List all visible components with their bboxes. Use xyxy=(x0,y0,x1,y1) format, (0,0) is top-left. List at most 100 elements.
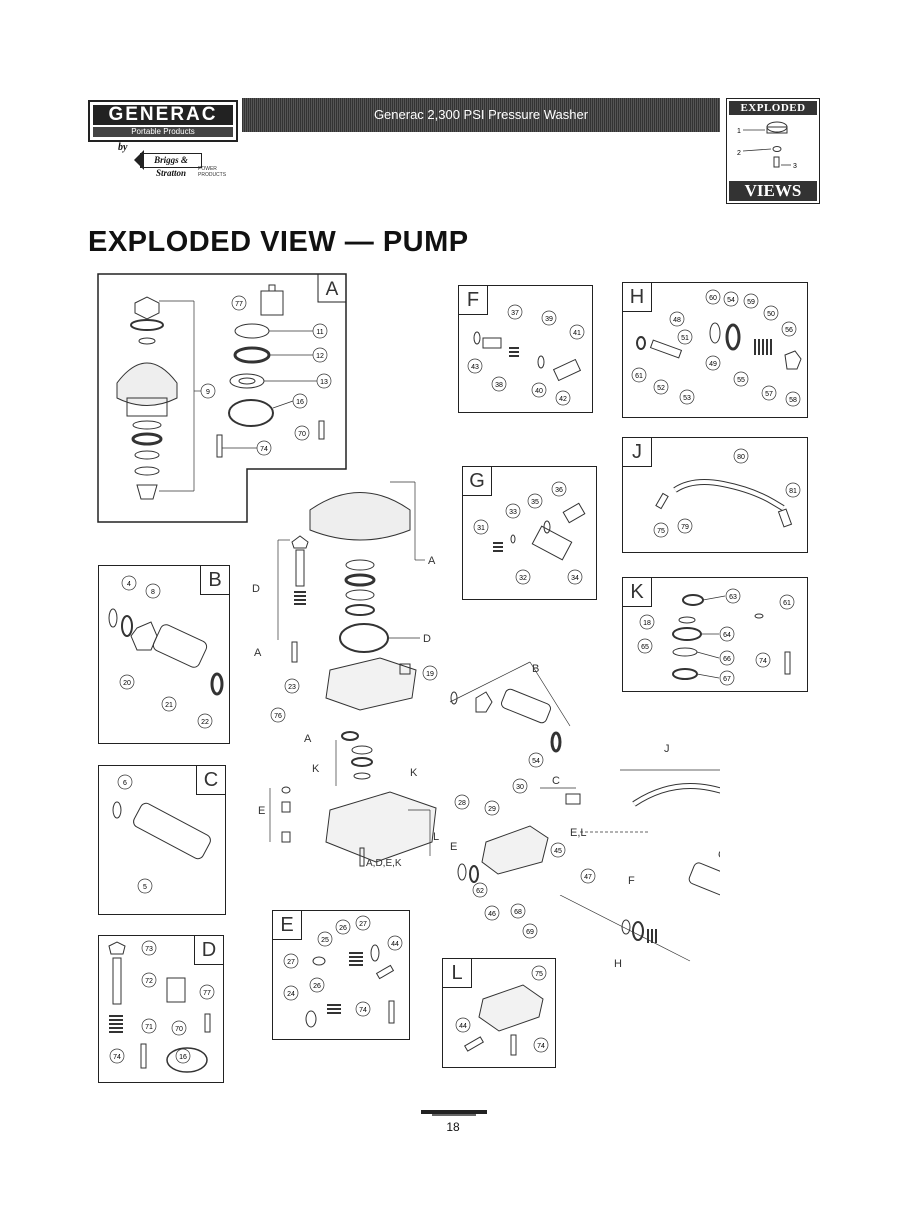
badge-bottom-label: VIEWS xyxy=(729,181,817,201)
callout-72: 72 xyxy=(145,978,153,985)
callout-44: 44 xyxy=(391,941,399,948)
panel-e: E 26 27 25 44 27 24 26 74 xyxy=(272,910,410,1040)
callout-18: 18 xyxy=(643,620,651,627)
callout-44: 44 xyxy=(459,1023,467,1030)
callout-40: 40 xyxy=(535,388,543,395)
callout-49: 49 xyxy=(709,361,717,368)
callout-52: 52 xyxy=(657,385,665,392)
main-lower-callouts: 46 68 69 H xyxy=(484,895,691,970)
panel-b-label: B xyxy=(200,566,229,595)
callout-30: 30 xyxy=(516,784,524,791)
callout-70: 70 xyxy=(298,431,306,438)
group-letter: C xyxy=(552,775,560,787)
group-letter: L xyxy=(433,831,439,843)
callout-35: 35 xyxy=(531,499,539,506)
callout-27b: 27 xyxy=(287,959,295,966)
panel-f-label: F xyxy=(459,286,488,315)
panel-l-label: L xyxy=(443,959,472,988)
callout-32: 32 xyxy=(519,575,527,582)
callout-9: 9 xyxy=(206,389,210,396)
callout-16: 16 xyxy=(179,1054,187,1061)
callout-6: 6 xyxy=(123,780,127,787)
callout-8: 8 xyxy=(151,589,155,596)
callout-38: 38 xyxy=(495,382,503,389)
callout-79: 79 xyxy=(681,524,689,531)
callout-57: 57 xyxy=(765,391,773,398)
callout-70: 70 xyxy=(175,1026,183,1033)
generac-logo: GENERAC Portable Products xyxy=(88,100,238,142)
group-letter: A xyxy=(304,733,312,745)
badge-top-label: EXPLODED xyxy=(729,101,817,115)
panel-h: H 60 54 59 48 50 51 56 61 49 55 52 53 57 xyxy=(622,282,808,418)
panel-d: D 73 72 77 71 70 74 16 xyxy=(98,935,224,1083)
callout-61: 61 xyxy=(783,600,791,607)
callout-19: 19 xyxy=(426,671,434,678)
panel-f: F 37 39 41 43 38 40 42 xyxy=(458,285,593,413)
group-letter: B xyxy=(532,663,539,675)
callout-75: 75 xyxy=(535,971,543,978)
callout-61: 61 xyxy=(635,373,643,380)
callout-23: 23 xyxy=(288,684,296,691)
callout-60: 60 xyxy=(709,295,717,302)
callout-42: 42 xyxy=(559,396,567,403)
panel-d-label: D xyxy=(194,936,223,965)
callout-74: 74 xyxy=(759,658,767,665)
callout-36: 36 xyxy=(555,487,563,494)
callout-46: 46 xyxy=(488,911,496,918)
panel-h-label: H xyxy=(623,283,652,312)
callout-50: 50 xyxy=(767,311,775,318)
panel-j: J 80 81 75 79 xyxy=(622,437,808,553)
callout-76: 76 xyxy=(274,713,282,720)
callout-55: 55 xyxy=(737,377,745,384)
callout-56: 56 xyxy=(785,327,793,334)
group-letter: D xyxy=(252,583,260,595)
group-letter: C xyxy=(718,849,720,861)
group-letter: H xyxy=(614,958,622,970)
callout-64: 64 xyxy=(723,632,731,639)
callout-53: 53 xyxy=(683,395,691,402)
group-letter: A,D,E,K xyxy=(366,858,402,869)
callout-74: 74 xyxy=(537,1043,545,1050)
callout-22: 22 xyxy=(201,719,209,726)
panel-c: C 6 5 xyxy=(98,765,226,915)
footer-rule xyxy=(421,1110,487,1114)
callout-25: 25 xyxy=(321,937,329,944)
brand-subtitle: Portable Products xyxy=(93,127,233,137)
callout-24: 24 xyxy=(287,991,295,998)
partner-name: Briggs & Stratton xyxy=(140,153,202,178)
panel-a-label: A xyxy=(326,279,339,300)
group-letter: A xyxy=(254,647,262,659)
callout-71: 71 xyxy=(145,1024,153,1031)
by-label: by xyxy=(118,142,128,153)
callout-75: 75 xyxy=(657,528,665,535)
callout-29: 29 xyxy=(488,806,496,813)
group-letter: K xyxy=(312,763,320,775)
callout-16: 16 xyxy=(296,399,304,406)
callout-74: 74 xyxy=(260,446,268,453)
callout-43: 43 xyxy=(471,364,479,371)
callout-26: 26 xyxy=(339,925,347,932)
callout-47: 47 xyxy=(584,874,592,881)
panel-l: L 75 44 74 xyxy=(442,958,556,1068)
callout-66: 66 xyxy=(723,656,731,663)
badge-callout: 2 xyxy=(737,150,741,157)
callout-26b: 26 xyxy=(313,983,321,990)
callout-48: 48 xyxy=(673,317,681,324)
callout-68: 68 xyxy=(514,909,522,916)
partner-subtitle: POWER PRODUCTS xyxy=(198,166,227,178)
callout-34: 34 xyxy=(571,575,579,582)
panel-g: G 36 35 33 31 32 34 xyxy=(462,466,597,600)
group-letter: E xyxy=(258,805,265,817)
title-banner: Generac 2,300 PSI Pressure Washer xyxy=(242,98,720,132)
callout-73: 73 xyxy=(145,946,153,953)
callout-65: 65 xyxy=(641,644,649,651)
callout-54: 54 xyxy=(727,297,735,304)
callout-80: 80 xyxy=(737,454,745,461)
callout-27: 27 xyxy=(359,921,367,928)
callout-74: 74 xyxy=(113,1054,121,1061)
panel-g-label: G xyxy=(463,467,492,496)
group-letter: E,L xyxy=(570,827,587,839)
callout-45: 45 xyxy=(554,848,562,855)
callout-51: 51 xyxy=(681,335,689,342)
callout-63: 63 xyxy=(729,594,737,601)
